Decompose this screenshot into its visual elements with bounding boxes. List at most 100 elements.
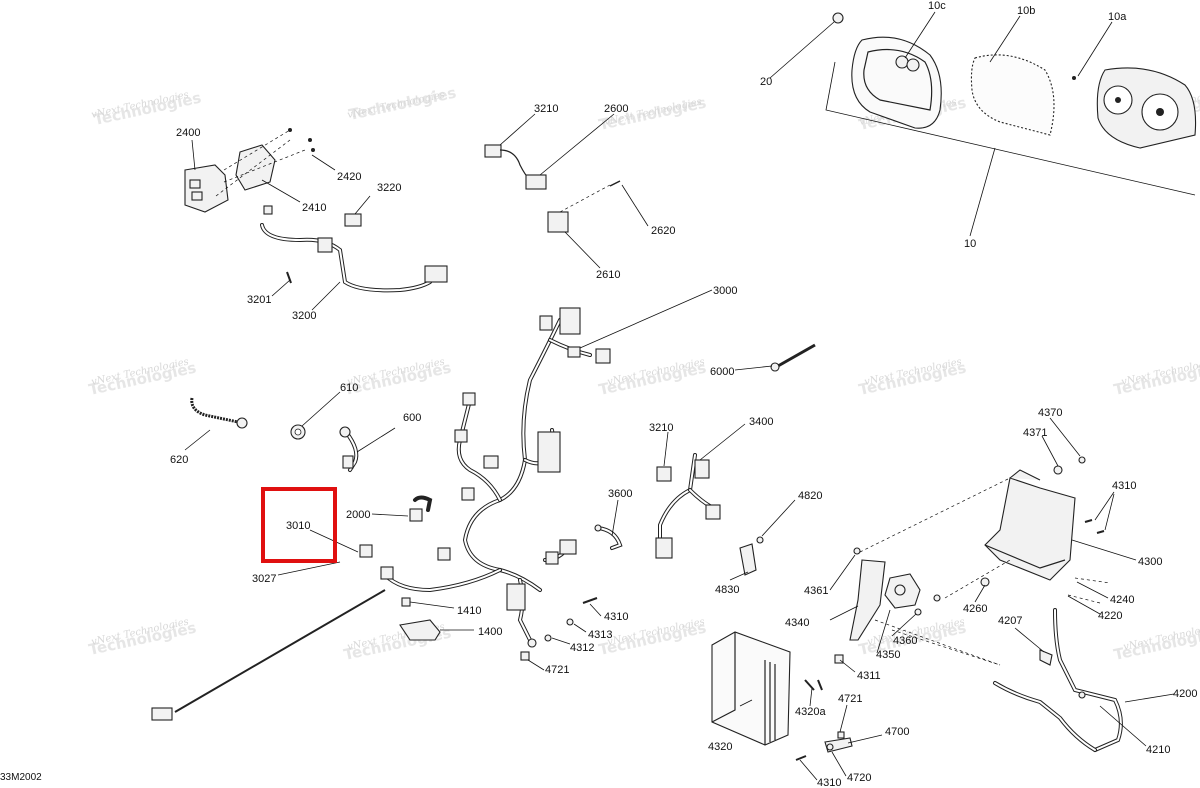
- callout-label[interactable]: 4361: [804, 585, 828, 597]
- connector[interactable]: [483, 455, 499, 469]
- relay-3220[interactable]: [344, 213, 362, 227]
- callout-label[interactable]: 4360: [893, 635, 917, 647]
- callout-label[interactable]: 4220: [1098, 610, 1122, 622]
- callout-label[interactable]: 4320a: [795, 706, 826, 718]
- callout-label[interactable]: 4207: [998, 615, 1022, 627]
- connector-3210[interactable]: [656, 466, 672, 482]
- callout-label[interactable]: 4310: [1112, 480, 1136, 492]
- connector[interactable]: [462, 392, 476, 406]
- connector-2600[interactable]: [525, 174, 547, 190]
- connector[interactable]: [545, 551, 559, 565]
- callout-label[interactable]: 2410: [302, 202, 326, 214]
- callout-label[interactable]: 3400: [749, 416, 773, 428]
- sensor-6000[interactable]: [777, 343, 816, 368]
- nut-4311[interactable]: [834, 654, 844, 664]
- connector[interactable]: [705, 504, 721, 520]
- callout-label[interactable]: 3010: [286, 520, 310, 532]
- connector-3027[interactable]: [151, 707, 173, 721]
- callout-label[interactable]: 4300: [1138, 556, 1162, 568]
- callout-label[interactable]: 4350: [876, 649, 900, 661]
- nut-4260[interactable]: [980, 577, 990, 587]
- callout-label[interactable]: 4720: [847, 772, 871, 784]
- callout-label[interactable]: 1400: [478, 626, 502, 638]
- connector-2000[interactable]: [409, 508, 423, 522]
- connector[interactable]: [263, 205, 273, 215]
- connector-block[interactable]: [537, 431, 561, 473]
- callout-label[interactable]: 600: [403, 412, 421, 424]
- bracket-4340[interactable]: [849, 559, 886, 641]
- callout-label[interactable]: 4311: [857, 670, 881, 682]
- callout-label[interactable]: 3220: [377, 182, 401, 194]
- callout-label[interactable]: 4721: [545, 664, 569, 676]
- connector[interactable]: [506, 583, 526, 611]
- nut-4721[interactable]: [837, 731, 845, 739]
- callout-label[interactable]: 4240: [1110, 594, 1134, 606]
- callout-label[interactable]: 4370: [1038, 407, 1062, 419]
- callout-label[interactable]: 4340: [785, 617, 809, 629]
- connector[interactable]: [437, 547, 451, 561]
- callout-label[interactable]: 4721: [838, 693, 862, 705]
- battery-4320[interactable]: [711, 631, 791, 746]
- cover-4207[interactable]: [1039, 649, 1053, 666]
- nut-4361[interactable]: [853, 547, 861, 555]
- connector-2610[interactable]: [547, 211, 569, 233]
- callout-label[interactable]: 10b: [1017, 5, 1035, 17]
- callout-label[interactable]: 10c: [928, 0, 946, 12]
- connector[interactable]: [461, 487, 475, 501]
- connector[interactable]: [655, 537, 673, 559]
- cluster-lens[interactable]: [970, 54, 1055, 136]
- callout-label[interactable]: 3600: [608, 488, 632, 500]
- connector[interactable]: [567, 346, 581, 358]
- callout-label[interactable]: 4312: [570, 642, 594, 654]
- callout-label[interactable]: 3000: [713, 285, 737, 297]
- connector[interactable]: [380, 566, 394, 580]
- callout-label[interactable]: 4313: [588, 629, 612, 641]
- nut-4721[interactable]: [520, 651, 530, 661]
- callout-label[interactable]: 3210: [649, 422, 673, 434]
- callout-label[interactable]: 3210: [534, 103, 558, 115]
- grommet-1410[interactable]: [401, 597, 411, 607]
- callout-label[interactable]: 1410: [457, 605, 481, 617]
- cap-4830[interactable]: [739, 543, 757, 576]
- connector[interactable]: [694, 459, 710, 479]
- connector[interactable]: [559, 539, 577, 555]
- callout-label[interactable]: 3201: [247, 294, 271, 306]
- callout-label[interactable]: 2420: [337, 171, 361, 183]
- callout-label[interactable]: 4320: [708, 741, 732, 753]
- cluster-bezel[interactable]: [851, 36, 942, 129]
- battery-tray-4300[interactable]: [984, 477, 1076, 581]
- callout-label[interactable]: 2600: [604, 103, 628, 115]
- callout-label[interactable]: 2000: [346, 509, 370, 521]
- callout-label[interactable]: 3200: [292, 310, 316, 322]
- bracket-1400[interactable]: [399, 619, 441, 641]
- callout-label[interactable]: 10: [964, 238, 976, 250]
- connector-3210[interactable]: [484, 144, 502, 158]
- callout-label[interactable]: 4371: [1023, 427, 1047, 439]
- switch-housing[interactable]: [235, 144, 276, 191]
- callout-label[interactable]: 2620: [651, 225, 675, 237]
- connector[interactable]: [424, 265, 448, 283]
- bolt-4370[interactable]: [1078, 456, 1086, 464]
- plug-4820[interactable]: [756, 536, 764, 544]
- callout-label[interactable]: 2400: [176, 127, 200, 139]
- connector-3600[interactable]: [594, 524, 602, 532]
- callout-label[interactable]: 10a: [1108, 11, 1127, 23]
- callout-label[interactable]: 20: [760, 76, 772, 88]
- callout-label[interactable]: 4310: [817, 777, 841, 788]
- callout-label[interactable]: 4310: [604, 611, 628, 623]
- callout-label[interactable]: 3027: [252, 573, 276, 585]
- callout-label[interactable]: 4700: [885, 726, 909, 738]
- connector[interactable]: [454, 429, 468, 443]
- callout-label[interactable]: 6000: [710, 366, 734, 378]
- callout-label[interactable]: 4830: [715, 584, 739, 596]
- connector-620[interactable]: [236, 417, 248, 429]
- callout-label[interactable]: 4820: [798, 490, 822, 502]
- connector[interactable]: [539, 315, 553, 331]
- connector[interactable]: [317, 237, 333, 253]
- connector-600[interactable]: [339, 426, 351, 438]
- nut[interactable]: [832, 12, 844, 24]
- callout-label[interactable]: 4200: [1173, 688, 1197, 700]
- callout-label[interactable]: 620: [170, 454, 188, 466]
- connector-600[interactable]: [342, 455, 354, 469]
- callout-label[interactable]: 610: [340, 382, 358, 394]
